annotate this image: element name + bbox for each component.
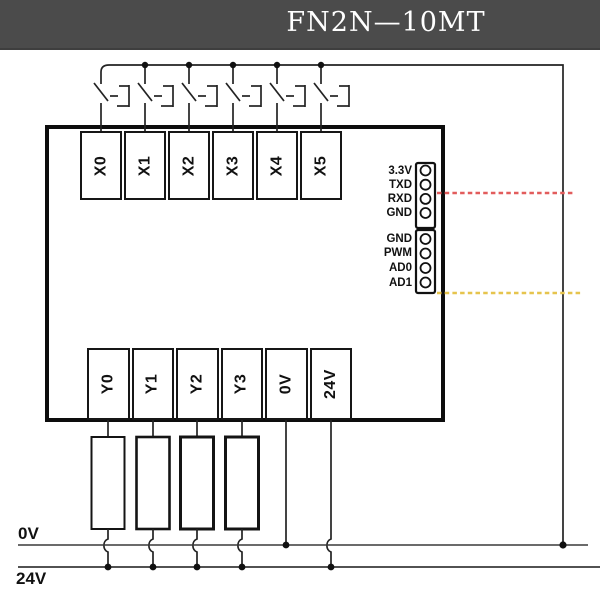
- output-drop-wires: [107, 420, 287, 545]
- serial-pin-header: [414, 161, 437, 230]
- terminal-x0: X0: [80, 131, 122, 200]
- switch-icon-x3: [225, 82, 262, 132]
- input-terminal-row: X0 X1 X2 X3 X4 X5: [80, 131, 342, 200]
- switch-icon-x5: [313, 82, 350, 132]
- pin-label-rxd: RXD: [387, 193, 412, 205]
- load-resistor-icon-y0: [90, 436, 126, 530]
- rail-label-0v: 0V: [18, 524, 39, 543]
- product-title: FN2N—10MT: [286, 7, 486, 38]
- aux-pin-header: [414, 228, 437, 295]
- load-return-wires: [103, 529, 243, 567]
- terminal-y0: Y0: [87, 348, 130, 420]
- pin-label-txd: TXD: [389, 179, 412, 191]
- terminal-y3: Y3: [220, 348, 263, 420]
- terminal-y1: Y1: [131, 348, 174, 420]
- pin-label-gnd2: GND: [386, 233, 412, 245]
- switch-icon-x0: [93, 82, 130, 132]
- terminal-x3: X3: [212, 131, 254, 200]
- junction-dot-icon: [104, 541, 567, 571]
- switch-icon-x4: [269, 82, 306, 132]
- terminal-24v: 24V: [309, 348, 352, 420]
- terminal-x5: X5: [300, 131, 342, 200]
- junction-dot-icon: [141, 61, 325, 69]
- load-resistor-icon-y2: [179, 435, 215, 531]
- switch-icon-x1: [137, 82, 174, 132]
- pin-label-ad1: AD1: [388, 277, 412, 289]
- load-resistor-icon-y1: [135, 435, 171, 531]
- terminal-x4: X4: [256, 131, 298, 200]
- pin-circle-icon: [419, 164, 432, 219]
- terminal-x1: X1: [124, 131, 166, 200]
- header-bar: FN2N—10MT: [0, 0, 600, 50]
- switch-icon-x2: [181, 82, 218, 132]
- pin-label-gnd1: GND: [386, 207, 412, 219]
- pin-label-3v3: 3.3V: [388, 165, 412, 177]
- pin-circle-icon: [419, 233, 432, 289]
- load-resistor-icon-y3: [224, 435, 260, 531]
- pin-label-pwm: PWM: [383, 247, 412, 259]
- terminal-0v: 0V: [265, 348, 308, 420]
- output-terminal-row: Y0 Y1 Y2 Y3 0V 24V: [87, 348, 352, 420]
- terminal-y2: Y2: [176, 348, 219, 420]
- rail-label-24v: 24V: [16, 569, 47, 588]
- input-common-bus-wire: [100, 64, 564, 545]
- pin-label-ad0: AD0: [388, 262, 412, 274]
- terminal-x2: X2: [168, 131, 210, 200]
